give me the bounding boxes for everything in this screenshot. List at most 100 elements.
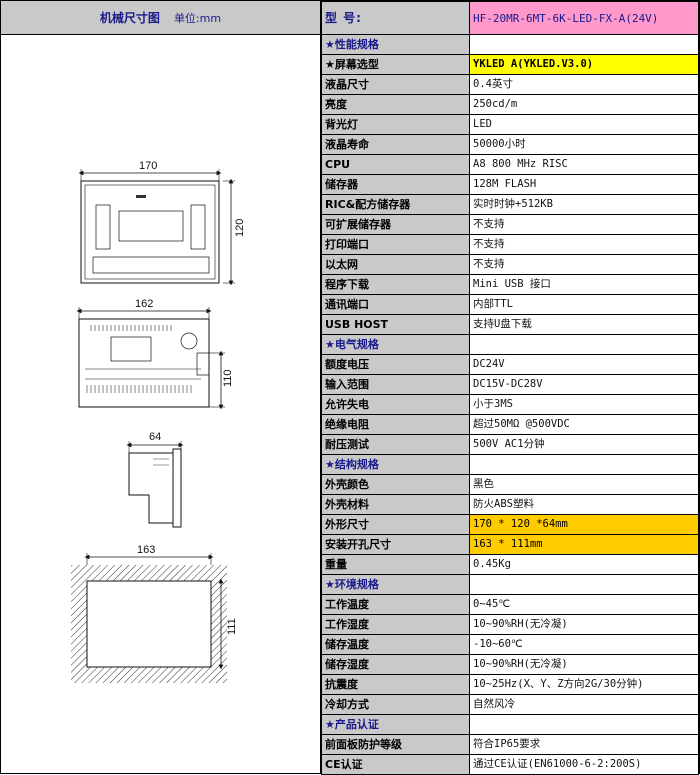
spec-label: 抗震度 (321, 674, 470, 695)
spec-row: 绝缘电阻超过50MΩ @500VDC (321, 414, 699, 435)
back-width-label: 162 (135, 298, 153, 310)
spec-label: 储存器 (321, 174, 470, 195)
spec-value: 小于3MS (469, 394, 699, 415)
spec-value: 符合IP65要求 (469, 734, 699, 755)
side-depth-label: 64 (149, 431, 161, 443)
spec-label: 输入范围 (321, 374, 470, 395)
spec-value: 0.4英寸 (469, 74, 699, 95)
spec-label: ★电气规格 (321, 334, 470, 355)
spec-value: 10~90%RH(无冷凝) (469, 614, 699, 635)
spec-row: 冷却方式自然风冷 (321, 694, 699, 715)
spec-label: 安装开孔尺寸 (321, 534, 470, 555)
section-row: ★性能规格 (321, 34, 699, 55)
spec-label: CE认证 (321, 754, 470, 775)
spec-label: 前面板防护等级 (321, 734, 470, 755)
spec-label: CPU (321, 154, 470, 175)
spec-row: RIC&配方储存器实时时钟+512KB (321, 194, 699, 215)
spec-label: ★环境规格 (321, 574, 470, 595)
spec-label: 外壳颜色 (321, 474, 470, 495)
spec-label: ★结构规格 (321, 454, 470, 475)
spec-label: 耐压测试 (321, 434, 470, 455)
spec-value: 0~45℃ (469, 594, 699, 615)
spec-table: 型 号: HF-20MR-6MT-6K-LED-FX-A(24V) ★性能规格★… (321, 1, 699, 775)
spec-label: ★产品认证 (321, 714, 470, 735)
spec-row: 外壳材料防火ABS塑料 (321, 494, 699, 515)
spec-value: 防火ABS塑料 (469, 494, 699, 515)
spec-label: 程序下载 (321, 274, 470, 295)
spec-label: USB HOST (321, 314, 470, 335)
spec-row: CE认证通过CE认证(EN61000-6-2:200S) (321, 754, 699, 775)
spec-value: 163 * 111mm (469, 534, 699, 555)
spec-value: 自然风冷 (469, 694, 699, 715)
spec-value: 不支持 (469, 254, 699, 275)
back-height-label: 110 (222, 369, 234, 387)
spec-row: 打印端口不支持 (321, 234, 699, 255)
spec-value: 实时时钟+512KB (469, 194, 699, 215)
spec-label: 外壳材料 (321, 494, 470, 515)
section-row: ★产品认证 (321, 714, 699, 735)
spec-label: ★屏幕选型 (321, 54, 470, 75)
spec-value: 黑色 (469, 474, 699, 495)
dimension-drawing-svg: 170 120 162 (71, 160, 246, 683)
spec-value: 通过CE认证(EN61000-6-2:200S) (469, 754, 699, 775)
spec-label: 储存湿度 (321, 654, 470, 675)
spec-value: 内部TTL (469, 294, 699, 315)
spec-label: 重量 (321, 554, 470, 575)
front-height-label: 120 (234, 219, 246, 237)
spec-value: 10~90%RH(无冷凝) (469, 654, 699, 675)
spec-row: 可扩展储存器不支持 (321, 214, 699, 235)
spec-label: 可扩展储存器 (321, 214, 470, 235)
spec-value (469, 714, 699, 735)
spec-value (469, 334, 699, 355)
spec-value: Mini USB 接口 (469, 274, 699, 295)
model-label: 型 号: (321, 1, 470, 35)
spec-value: YKLED A(YKLED.V3.0) (469, 54, 699, 75)
mechanical-drawing: 170 120 162 (1, 35, 321, 773)
spec-value: 250cd/m (469, 94, 699, 115)
cutout-width-label: 163 (137, 544, 155, 556)
spec-label: 储存温度 (321, 634, 470, 655)
spec-value (469, 454, 699, 475)
spec-value: 不支持 (469, 234, 699, 255)
section-row: ★环境规格 (321, 574, 699, 595)
front-view: 170 120 (78, 160, 246, 286)
section-row: ★电气规格 (321, 334, 699, 355)
back-view: 162 110 (76, 298, 234, 410)
spec-row: 储存温度-10~60℃ (321, 634, 699, 655)
spec-value: 0.45Kg (469, 554, 699, 575)
spec-label: 背光灯 (321, 114, 470, 135)
spec-value (469, 574, 699, 595)
spec-value: 支持U盘下载 (469, 314, 699, 335)
spec-label: 以太网 (321, 254, 470, 275)
model-row: 型 号: HF-20MR-6MT-6K-LED-FX-A(24V) (321, 1, 699, 35)
spec-label: 液晶尺寸 (321, 74, 470, 95)
drawing-unit: 单位:mm (173, 11, 222, 25)
spec-row: 允许失电小于3MS (321, 394, 699, 415)
spec-value: 超过50MΩ @500VDC (469, 414, 699, 435)
cutout-height-label: 111 (226, 618, 238, 635)
spec-value: DC24V (469, 354, 699, 375)
spec-value: 10~25Hz(X、Y、Z方向2G/30分钟) (469, 674, 699, 695)
cutout-view: 163 111 (71, 544, 238, 683)
spec-value: A8 800 MHz RISC (469, 154, 699, 175)
spec-row: 前面板防护等级符合IP65要求 (321, 734, 699, 755)
spec-value: DC15V-DC28V (469, 374, 699, 395)
spec-label: 液晶寿命 (321, 134, 470, 155)
